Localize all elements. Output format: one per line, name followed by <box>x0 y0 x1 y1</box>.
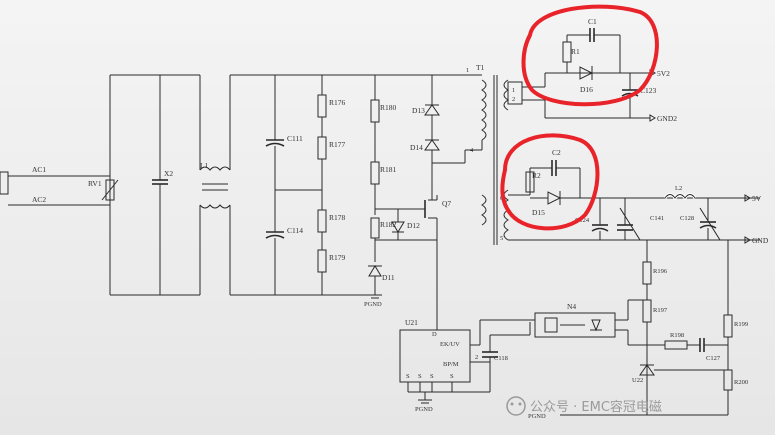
watermark: 公众号 · EMC容冠电磁 <box>506 396 662 416</box>
label-c141: C141 <box>650 215 664 222</box>
output-5v-section: R2 C2 D15 <box>508 148 760 241</box>
label-pin4: 4 <box>470 147 474 154</box>
label-t1: T1 <box>476 63 485 72</box>
optocoupler-n4: N4 <box>534 302 628 338</box>
capacitor-c128: C128 <box>680 198 721 241</box>
label-r176: R176 <box>329 98 346 107</box>
label-c1: C1 <box>588 17 597 26</box>
aux-winding-terminal <box>507 81 523 105</box>
resistor-chain-r180-r182: R180 R181 R182 <box>370 75 397 262</box>
label-c2: C2 <box>552 148 561 157</box>
label-c124: C124 <box>575 217 590 224</box>
label-u21-s4: S <box>450 373 454 380</box>
label-u21-s3: S <box>430 373 434 380</box>
capacitor-x2: X2 <box>110 74 201 296</box>
diode-clamp-d13-d14: D13 D14 <box>410 75 466 195</box>
label-r180: R180 <box>380 103 397 112</box>
label-r181: R181 <box>380 165 397 174</box>
label-d16: D16 <box>580 85 593 94</box>
label-c114: C114 <box>287 226 303 235</box>
label-r179: R179 <box>329 253 346 262</box>
label-c118: C118 <box>494 355 508 362</box>
label-u21-s1: S <box>406 373 410 380</box>
label-r1: R1 <box>571 47 580 56</box>
resistor-chain-r176-r179: R176 R177 R178 R179 <box>317 75 346 295</box>
highlight-circle-bottom <box>500 133 600 231</box>
label-c123: C123 <box>640 86 657 95</box>
label-c111: C111 <box>287 134 303 143</box>
label-u21: U21 <box>405 318 418 327</box>
label-u21-ekuv: EK/UV <box>440 341 460 348</box>
label-l1: L1 <box>200 161 209 170</box>
label-u21-s2: S <box>418 373 422 380</box>
label-q7: Q7 <box>442 199 451 208</box>
label-gnd: GND <box>752 236 769 245</box>
label-n4: N4 <box>567 302 576 311</box>
label-c127: C127 <box>706 355 721 362</box>
watermark-text: 公众号 · EMC容冠电磁 <box>530 399 662 415</box>
label-r177: R177 <box>329 140 346 149</box>
label-r182: R182 <box>380 220 397 229</box>
label-pgnd-1: PGND <box>364 301 382 308</box>
capacitor-c114: C114 <box>265 190 303 295</box>
output-5v2-section: R1 C1 D16 C123 5V2 GND2 <box>522 17 677 123</box>
label-u21-bpm: BP/M <box>443 361 459 368</box>
label-r199: R199 <box>734 321 748 328</box>
label-ac1: AC1 <box>32 165 46 174</box>
label-d14: D14 <box>410 143 423 152</box>
diode-d12: D12 <box>375 209 437 241</box>
input-connector <box>0 171 9 195</box>
label-r178: R178 <box>329 213 346 222</box>
output-terminals: 5V GND <box>744 194 769 245</box>
label-r2: R2 <box>532 171 541 180</box>
label-x2: X2 <box>164 169 173 178</box>
label-d11: D11 <box>382 273 395 282</box>
label-r200: R200 <box>734 379 748 386</box>
feedback-network: R196 R197 R198 C127 R199 R200 U <box>528 240 748 420</box>
label-r197: R197 <box>653 307 668 314</box>
label-pgnd-2: PGND <box>415 406 433 413</box>
capacitor-c111: C111 <box>265 75 303 190</box>
label-rv1: RV1 <box>88 179 102 188</box>
label-l2: L2 <box>675 185 682 192</box>
inductor-l2: L2 <box>663 185 697 201</box>
label-u21-pin2: 2 <box>475 354 478 361</box>
label-gnd2: GND2 <box>657 114 677 123</box>
label-d15: D15 <box>532 208 545 217</box>
ac-input: AC1 AC2 <box>0 165 110 206</box>
label-u21-d: D <box>432 331 437 338</box>
capacitors-c124-c141: C124 C141 <box>575 198 760 241</box>
label-u22: U22 <box>632 377 643 384</box>
label-pgnd-3: PGND <box>528 413 546 420</box>
label-d12: D12 <box>407 221 420 230</box>
diode-d11: D11 PGND <box>364 265 395 308</box>
highlight-circle-top <box>521 4 659 107</box>
controller-u21: U21 EK/UV BP/M D S S S S PGND 2 <box>399 240 490 413</box>
label-c128: C128 <box>680 215 694 222</box>
label-pin1b: 1 <box>512 87 515 94</box>
label-pin2b: 2 <box>512 96 515 103</box>
choke-l1: L1 <box>199 75 231 295</box>
label-r198: R198 <box>670 332 684 339</box>
label-ac2: AC2 <box>32 195 46 204</box>
label-pin5: 5 <box>500 235 503 242</box>
label-d13: D13 <box>412 106 425 115</box>
label-5v: 5V <box>752 194 762 203</box>
label-5v2: 5V2 <box>657 69 670 78</box>
varistor-rv1: RV1 <box>88 75 119 295</box>
label-r196: R196 <box>653 268 668 275</box>
label-pin1: 1 <box>466 67 469 74</box>
mosfet-q7: Q7 <box>375 195 451 240</box>
capacitor-c118: C118 <box>452 335 508 393</box>
